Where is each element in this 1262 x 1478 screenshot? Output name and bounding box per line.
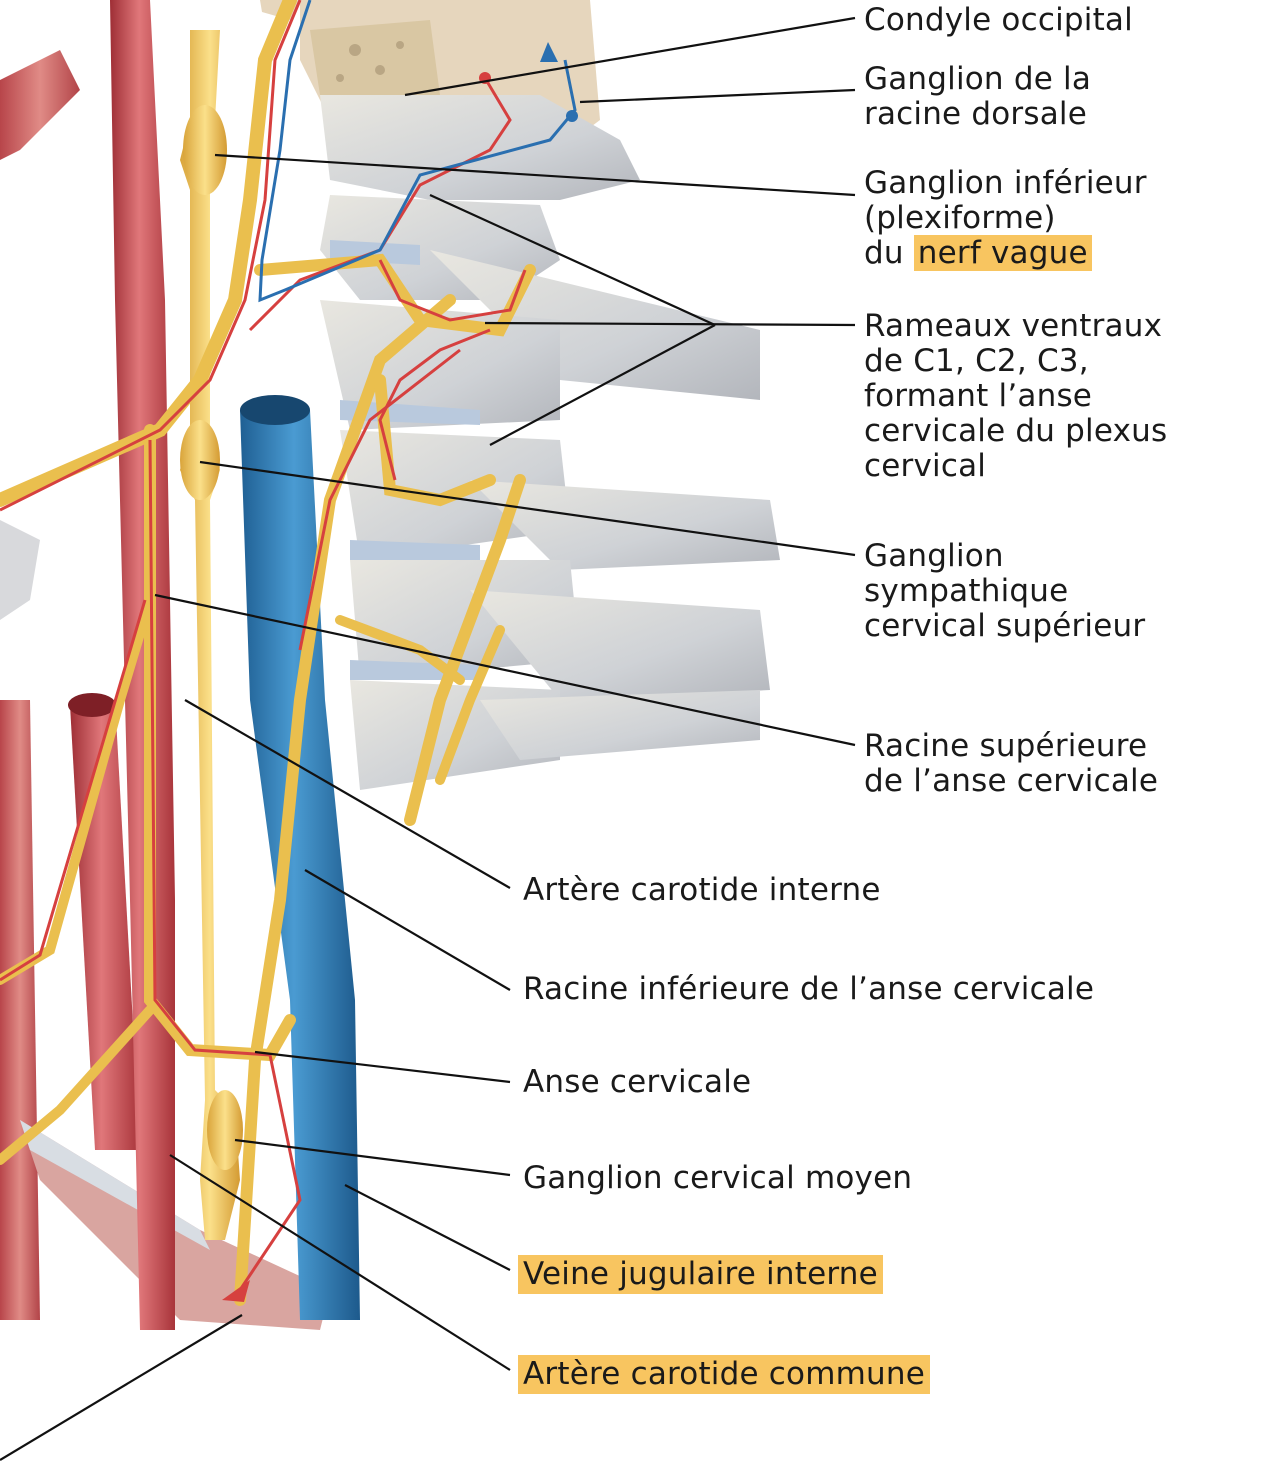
internal-carotid-artery (110, 0, 175, 1330)
red-arrow-icon (222, 1280, 250, 1302)
label-inferior-root-ansa: Racine inférieure de l’anse cervicale (523, 971, 1095, 1007)
label-inferior-vagal-ganglion: Ganglion inférieur (plexiforme) du nerf … (864, 165, 1147, 271)
ganglion-marker-dot (566, 110, 578, 122)
motor-pathway-red (0, 0, 527, 1291)
label-ansa-cervicalis: Anse cervicale (523, 1064, 752, 1100)
leader-lines (0, 16, 856, 1461)
highlight-carotide-commune: Artère carotide commune (518, 1355, 930, 1394)
highlight-nerf-vague: nerf vague (913, 235, 1092, 271)
label-condyle-occipital: Condyle occipital (864, 2, 1133, 38)
highlight-veine-jugulaire: Veine jugulaire interne (518, 1255, 883, 1294)
label-common-carotid: Artère carotide commune (518, 1355, 930, 1394)
sensory-pathway-blue (258, 0, 577, 303)
sympathetic-trunk (180, 30, 243, 1240)
label-superior-sympathetic-ganglion: Ganglion sympathique cervical supérieur (864, 538, 1146, 644)
internal-jugular-vein (240, 395, 360, 1320)
label-superior-root-ansa: Racine supérieure de l’anse cervicale (864, 728, 1159, 799)
label-internal-jugular-vein: Veine jugulaire interne (518, 1255, 883, 1294)
label-internal-carotid: Artère carotide interne (523, 872, 881, 908)
blue-arrow-icon (540, 42, 558, 62)
label-dorsal-root-ganglion: Ganglion de la racine dorsale (864, 61, 1092, 132)
label-middle-cervical-ganglion: Ganglion cervical moyen (523, 1160, 913, 1196)
label-ventral-rami: Rameaux ventraux de C1, C2, C3, formant … (864, 308, 1168, 484)
